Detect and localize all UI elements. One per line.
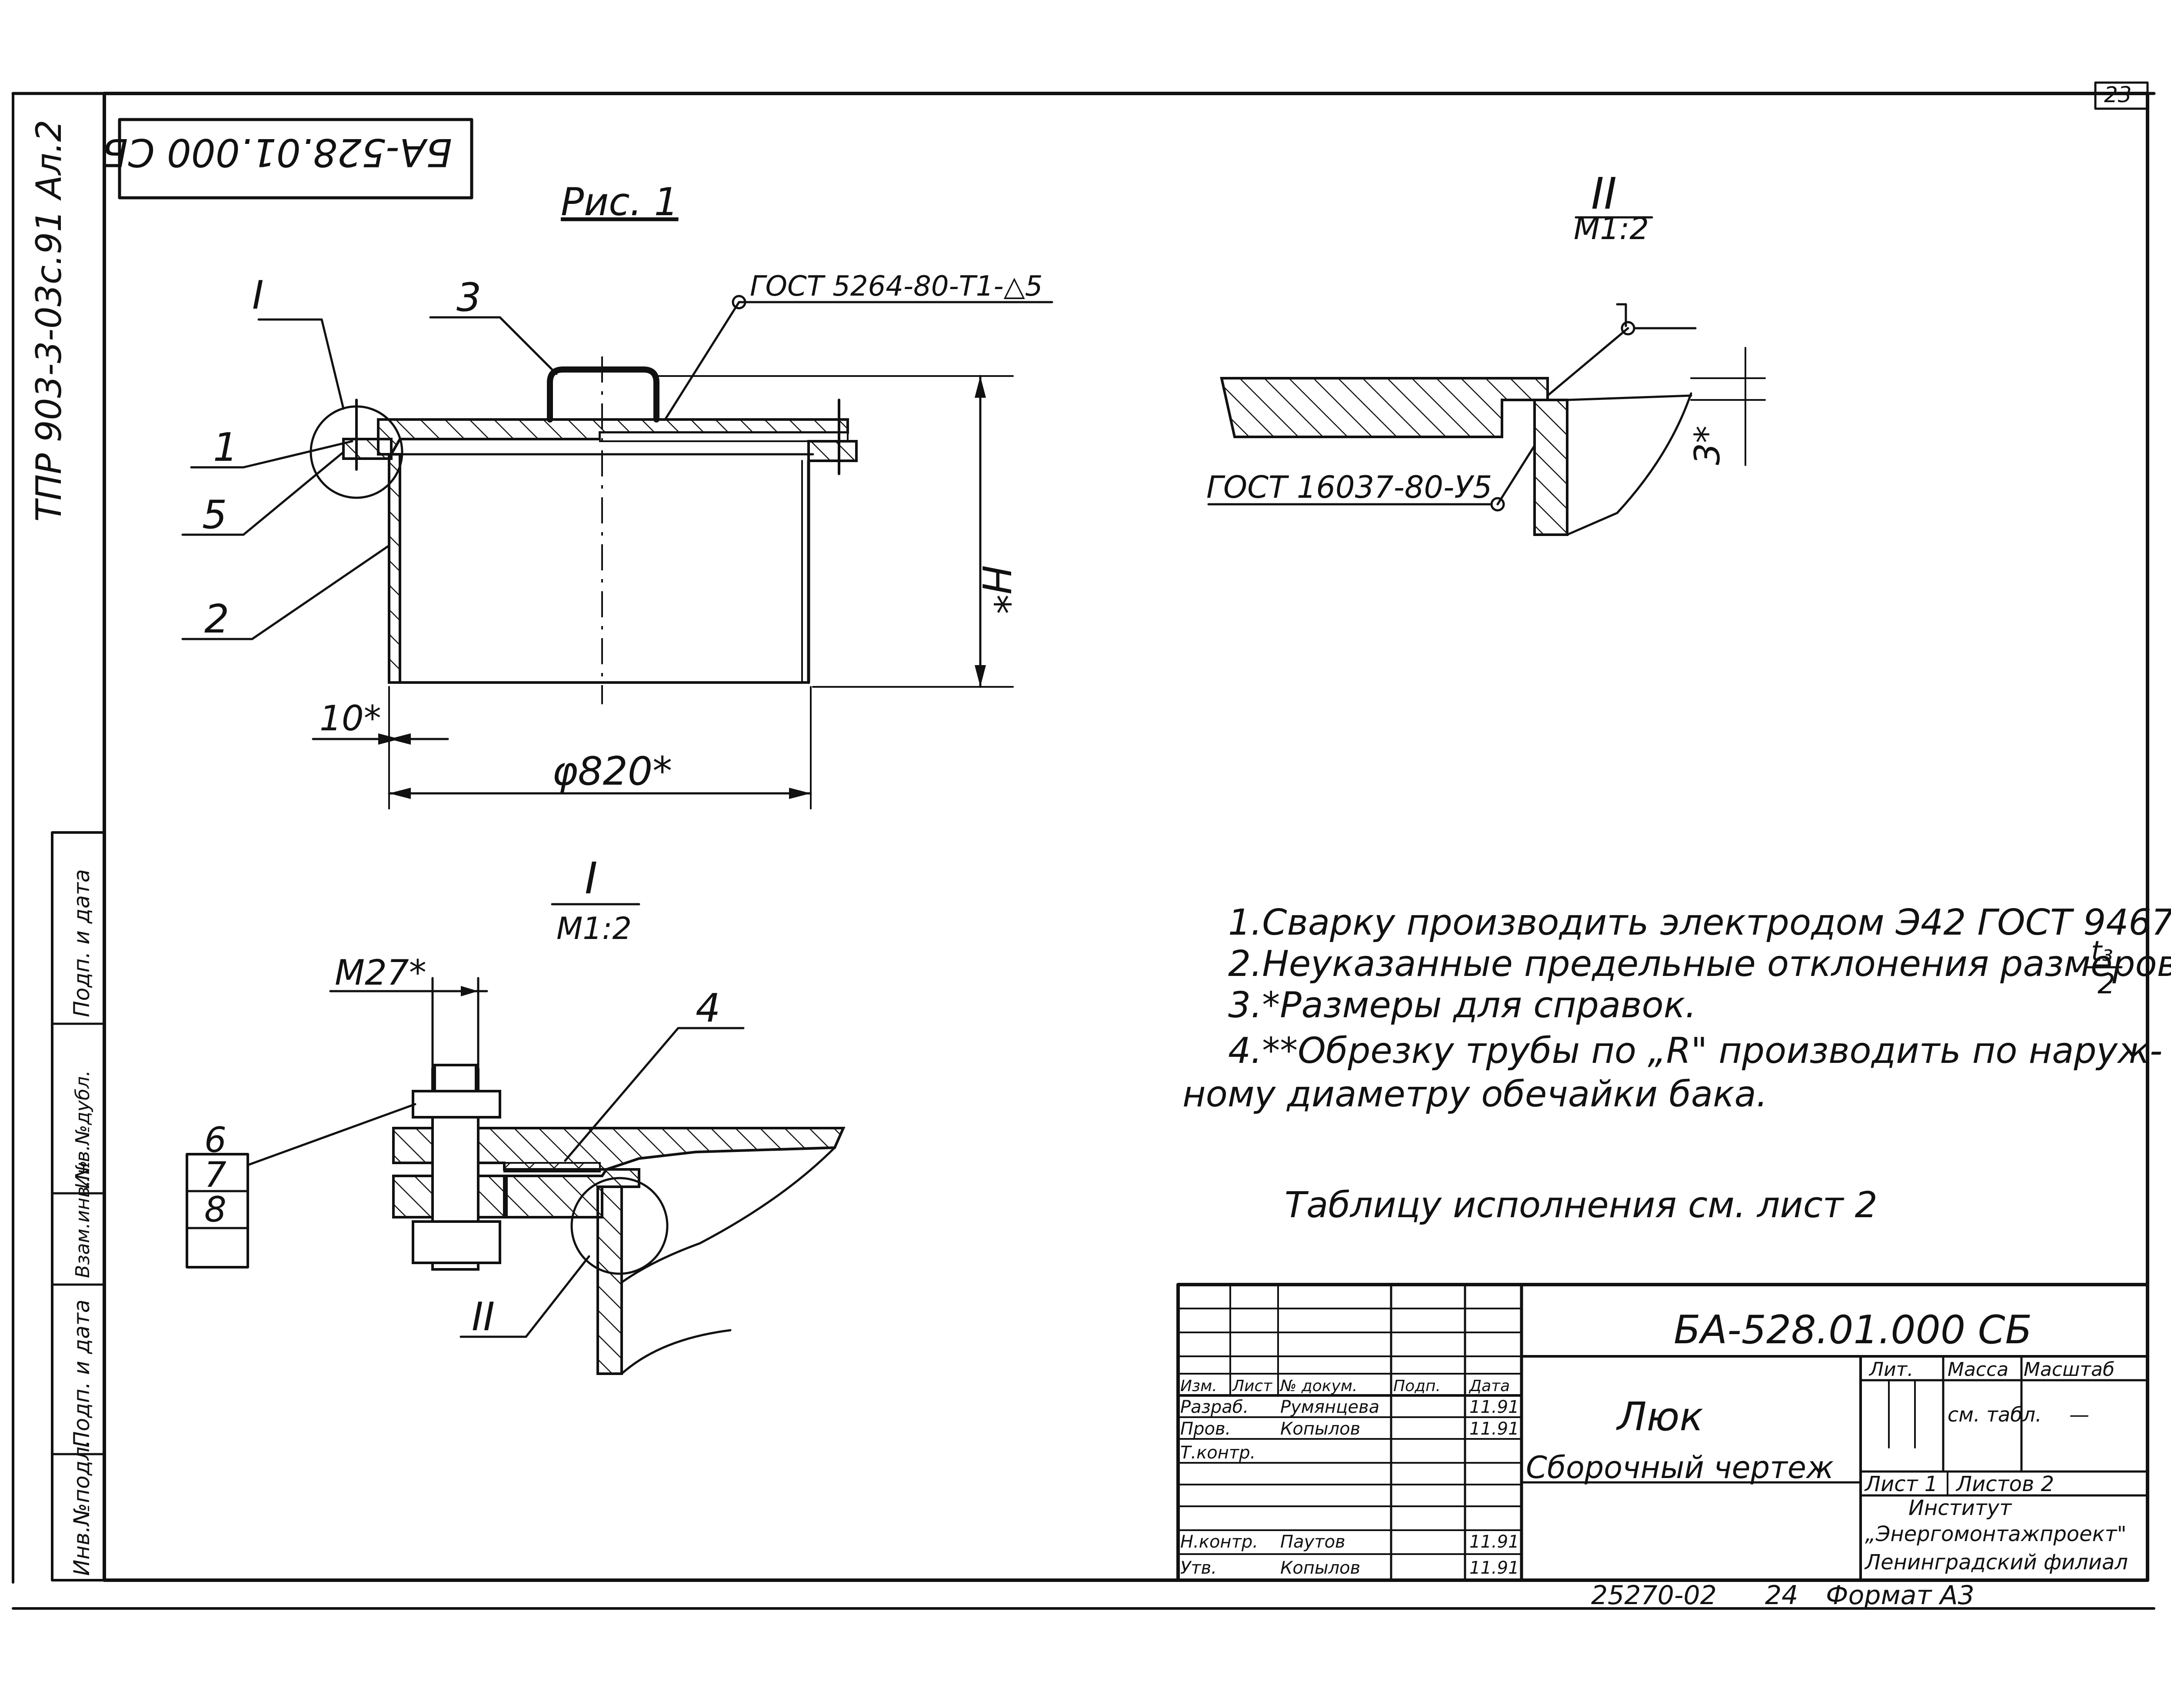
tb-col-sign: Подп. bbox=[1393, 1377, 1441, 1395]
side-stamp bbox=[51, 831, 106, 1581]
sheet-frame bbox=[11, 81, 2156, 1610]
tb-mass-label: Масса bbox=[1948, 1358, 2008, 1381]
section1-callout-8: 8 bbox=[204, 1189, 226, 1230]
tb-mass-value: см. табл. bbox=[1948, 1403, 2042, 1426]
fig1-hatch-assembly bbox=[342, 356, 858, 704]
rotated-code-box: БА-528.01.000 СБ bbox=[102, 118, 473, 200]
note-line-4: 4.**Обрезку трубы по „R" производить по … bbox=[1228, 1030, 2163, 1072]
section1-callout-4: 4 bbox=[696, 986, 720, 1031]
section1-title: I bbox=[585, 853, 598, 904]
fig1-callout-5: 5 bbox=[202, 492, 227, 538]
tb-doc-type: Сборочный чертеж bbox=[1526, 1450, 1834, 1485]
section1-scale: М1:2 bbox=[556, 911, 632, 946]
tb-org-line-3: Ленинградский филиал bbox=[1864, 1550, 2128, 1575]
section2-dim: 3* bbox=[1687, 426, 1728, 465]
section2-scale: М1:2 bbox=[1574, 211, 1649, 246]
tb-col-doc: № докум. bbox=[1279, 1377, 1357, 1395]
fig1-diameter-dim: φ820* bbox=[552, 749, 672, 794]
tb-row-1-name: Румянцева bbox=[1280, 1397, 1379, 1417]
tb-row-5-date: 11.91 bbox=[1469, 1558, 1519, 1578]
footer-format: Формат А3 bbox=[1826, 1580, 1975, 1611]
note-frac-num: t₃ bbox=[2091, 936, 2113, 968]
tb-org-line-1: Институт bbox=[1908, 1496, 2012, 1520]
fig1-wall-dim: 10* bbox=[320, 698, 381, 739]
tb-designation: БА-528.01.000 СБ bbox=[1674, 1307, 2032, 1353]
tb-row-4-role: Н.контр. bbox=[1180, 1532, 1258, 1552]
tb-sheets-label: Листов 2 bbox=[1955, 1472, 2054, 1496]
note-line-2: 2.Неуказанные предельные отклонения разм… bbox=[1228, 943, 2171, 985]
note-line-1: 1.Сварку производить электродом Э42 ГОСТ… bbox=[1228, 902, 2171, 943]
tb-row-5-role: Утв. bbox=[1180, 1558, 1217, 1578]
tb-row-2-date: 11.91 bbox=[1469, 1419, 1519, 1439]
fig1-leaders bbox=[181, 295, 1053, 640]
title-block-grid bbox=[1176, 1283, 2149, 1582]
fig1-weld-note: ГОСТ 5264-80-Т1-△5 bbox=[750, 270, 1043, 303]
stamp-label-1: Инв.№подл. bbox=[69, 1440, 94, 1576]
fig1-callout-3: 3 bbox=[456, 275, 481, 320]
rotated-code: БА-528.01.000 СБ bbox=[102, 130, 452, 175]
tb-org-line-2: „Энергомонтажпроект" bbox=[1865, 1522, 2127, 1546]
fig1-callout-I: I bbox=[252, 273, 264, 318]
fig1-title: Рис. 1 bbox=[561, 180, 679, 224]
fig1-dimensions bbox=[312, 375, 1014, 809]
stamp-label-2: Подп. и дата bbox=[69, 1299, 94, 1448]
fig1-callout-1: 1 bbox=[213, 425, 238, 470]
stamp-label-4: Инв.№дубл. bbox=[72, 1070, 94, 1189]
side-code: ТПР 903-3-03с.91 Ал.2 bbox=[29, 120, 69, 522]
tb-name: Люк bbox=[1616, 1394, 1703, 1440]
section1-callout-II: II bbox=[472, 1294, 495, 1340]
section1-leaders bbox=[186, 986, 745, 1338]
note-frac-den: 2 bbox=[2098, 968, 2115, 1000]
footer-page: 24 bbox=[1765, 1580, 1798, 1611]
section2-detail bbox=[1207, 303, 1766, 536]
fig1-height-dim: H* bbox=[973, 565, 1019, 614]
tb-row-2-name: Копылов bbox=[1280, 1419, 1360, 1439]
tb-row-4-name: Паутов bbox=[1280, 1532, 1345, 1552]
tb-sheet-label: Лист 1 bbox=[1864, 1472, 1938, 1496]
tb-row-5-name: Копылов bbox=[1280, 1558, 1360, 1578]
section1-detail bbox=[392, 977, 846, 1375]
tb-row-2-role: Пров. bbox=[1180, 1419, 1231, 1439]
fig1-callout-2: 2 bbox=[204, 596, 229, 642]
section2-title: II bbox=[1591, 168, 1617, 219]
stamp-label-3: Взам.инв.№ bbox=[72, 1160, 94, 1278]
tb-row-4-date: 11.91 bbox=[1469, 1532, 1519, 1552]
table-reference: Таблицу исполнения см. лист 2 bbox=[1285, 1185, 1878, 1226]
section2-weld-note: ГОСТ 16037-80-У5 bbox=[1206, 469, 1492, 505]
stamp-label-5: Подп. и дата bbox=[69, 869, 94, 1017]
tb-col-izm: Изм. bbox=[1180, 1377, 1217, 1395]
tb-scale-label: Масштаб bbox=[2024, 1358, 2114, 1381]
section1-thread: M27* bbox=[335, 952, 426, 993]
note-line-3: 3.*Размеры для справок. bbox=[1228, 985, 1696, 1026]
tb-row-1-date: 11.91 bbox=[1469, 1397, 1519, 1417]
tb-scale-value: — bbox=[2069, 1403, 2089, 1426]
tb-col-date: Дата bbox=[1468, 1377, 1510, 1395]
section1-callout-6: 6 bbox=[204, 1120, 226, 1160]
section1-callout-7: 7 bbox=[204, 1155, 226, 1195]
tb-row-3-role: Т.контр. bbox=[1180, 1443, 1255, 1463]
page-number: 23 bbox=[2104, 82, 2132, 107]
tb-lit-label: Лит. bbox=[1868, 1358, 1913, 1381]
tb-row-1-role: Разраб. bbox=[1180, 1397, 1249, 1417]
tb-col-list: Лист bbox=[1232, 1377, 1272, 1395]
note-line-5: ному диаметру обечайки бака. bbox=[1182, 1074, 1768, 1115]
footer-code: 25270-02 bbox=[1591, 1580, 1717, 1611]
